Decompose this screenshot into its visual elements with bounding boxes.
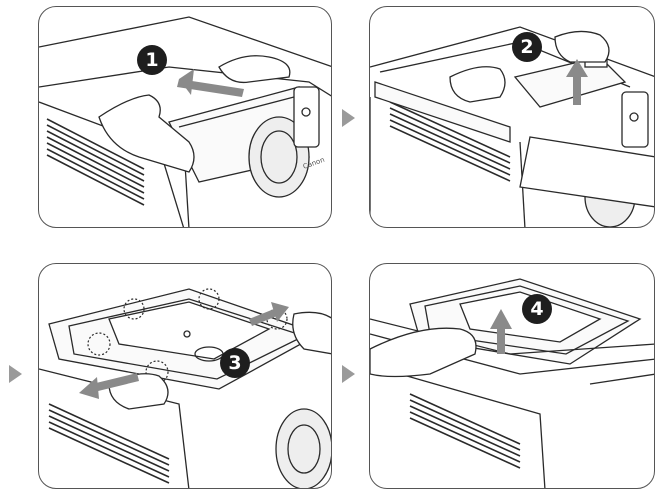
flow-arrow-2 bbox=[9, 365, 22, 383]
step-4-badge: 4 bbox=[522, 294, 552, 324]
flow-arrow-3 bbox=[342, 365, 355, 383]
step-3-panel: 3 bbox=[38, 263, 332, 489]
step-2-panel: 2 bbox=[369, 6, 655, 228]
step-1-badge: 1 bbox=[137, 45, 167, 75]
vent-grille bbox=[409, 393, 521, 469]
step-3-illustration bbox=[39, 288, 331, 488]
motion-arrow bbox=[490, 309, 512, 354]
motion-arrow bbox=[177, 69, 244, 97]
vent-grille bbox=[389, 101, 511, 182]
step-1-illustration: Canon bbox=[39, 16, 331, 227]
step-3-badge: 3 bbox=[220, 348, 250, 378]
vent-grille bbox=[46, 118, 145, 206]
motion-arrow bbox=[79, 302, 289, 399]
step-4-illustration bbox=[370, 278, 654, 488]
step-4-panel: 4 bbox=[369, 263, 655, 489]
flow-arrow-1 bbox=[342, 109, 355, 127]
step-2-badge: 2 bbox=[512, 32, 542, 62]
step-1-panel: Canon 1 bbox=[38, 6, 332, 228]
vent-grille bbox=[48, 403, 170, 484]
motion-arrow bbox=[566, 59, 588, 105]
step-2-illustration bbox=[370, 26, 654, 227]
